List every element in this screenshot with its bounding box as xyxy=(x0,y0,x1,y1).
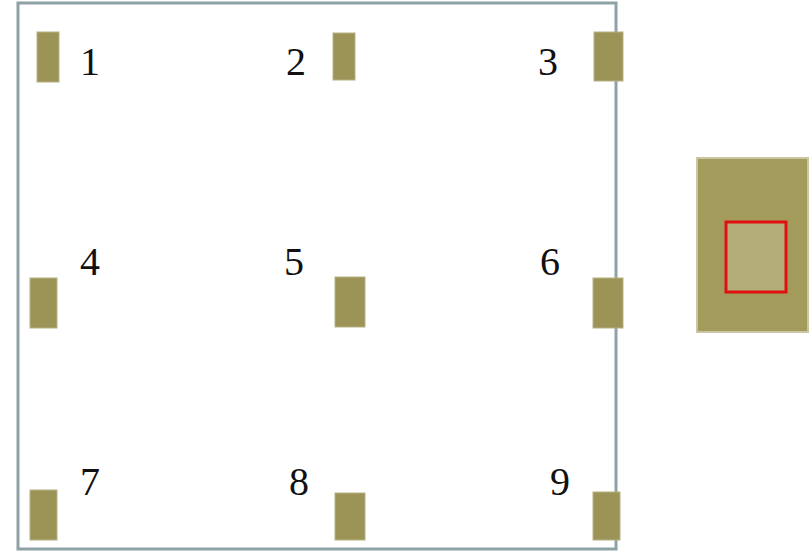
chip-detail xyxy=(697,158,808,332)
pad-group xyxy=(30,32,623,540)
callout-number: 3 xyxy=(538,42,558,82)
callout-number: 2 xyxy=(286,42,306,82)
callout-number: 4 xyxy=(80,242,100,282)
pad xyxy=(333,33,355,80)
pad xyxy=(335,277,365,327)
callout-number: 7 xyxy=(80,462,100,502)
frame-outline xyxy=(18,3,616,549)
callout-number: 9 xyxy=(550,462,570,502)
callout-number: 1 xyxy=(80,42,100,82)
pad xyxy=(594,32,623,81)
callout-number: 5 xyxy=(284,242,304,282)
callout-number: 8 xyxy=(289,462,309,502)
pad xyxy=(335,493,365,540)
pad xyxy=(30,490,57,540)
pad xyxy=(37,32,59,82)
pad xyxy=(593,278,623,328)
chip-window xyxy=(726,222,786,292)
pad xyxy=(593,492,620,540)
callout-number: 6 xyxy=(540,242,560,282)
highlight-box xyxy=(726,222,786,292)
chip-body xyxy=(697,158,808,332)
pad xyxy=(30,278,57,328)
